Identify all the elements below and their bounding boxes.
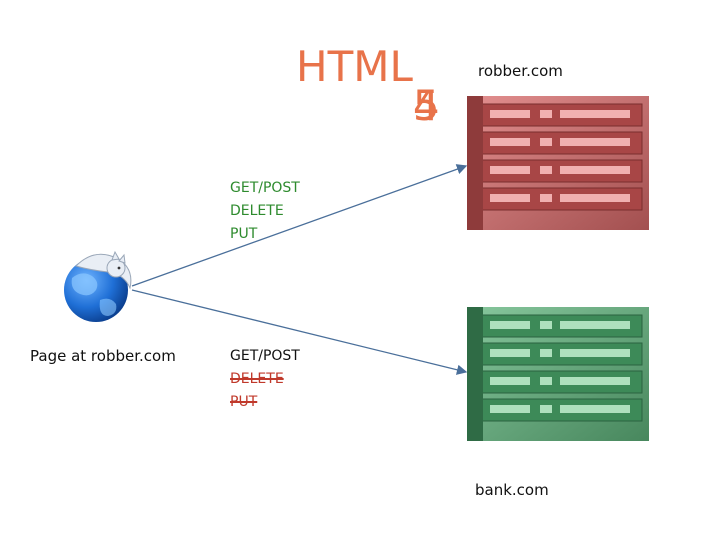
server-bottom-label: bank.com — [475, 481, 549, 499]
server-rack-bank — [467, 307, 649, 441]
title-version-b: 4 — [412, 81, 440, 130]
title-prefix: HTML — [296, 42, 413, 91]
request-method-put-blocked: PUT — [230, 394, 258, 410]
server-rack-robber — [467, 96, 649, 230]
server-top-label: robber.com — [478, 62, 563, 80]
request-method-delete-blocked: DELETE — [230, 371, 284, 387]
request-method-put: PUT — [230, 226, 258, 242]
arrow-to-robber — [131, 164, 468, 287]
arrow-to-bank — [131, 289, 468, 375]
request-list-top: GET/POST DELETE PUT — [230, 177, 300, 246]
browser-globe-icon — [64, 250, 132, 322]
title-version-a: 5 — [412, 81, 440, 130]
request-method-delete: DELETE — [230, 203, 284, 219]
request-list-bottom: GET/POST DELETE PUT — [230, 345, 300, 414]
request-method-getpost: GET/POST — [230, 348, 300, 364]
client-label: Page at robber.com — [30, 347, 176, 365]
request-method-getpost: GET/POST — [230, 180, 300, 196]
